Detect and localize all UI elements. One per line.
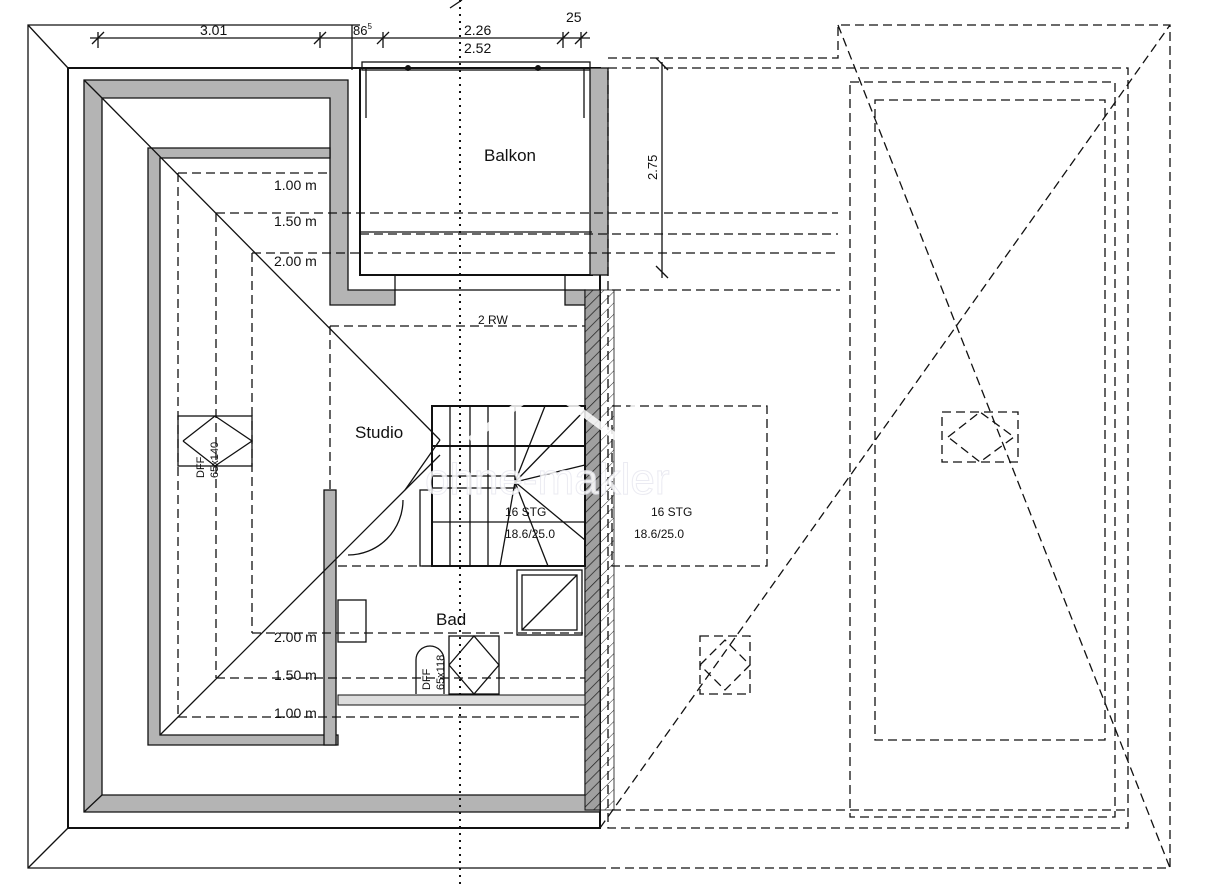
stair-ratio-right: 18.6/25.0 [634,527,684,541]
bath-wall [337,694,586,706]
neighbor-house-outline [599,24,1171,869]
skylight-bath-label: DFF [421,668,433,690]
washbasin [337,599,367,643]
dim-top-mid-base: 86 [353,23,367,38]
skylight-studio-label: DFF [195,456,207,478]
dim-balcony-inner: 2.26 [464,22,491,38]
stair-steps-right: 16 STG [651,505,692,519]
neighbor-wall [599,289,615,811]
door-swing [347,499,404,556]
height-label: 1.00 m [274,705,317,721]
height-label: 2.00 m [274,629,317,645]
room-label-bath: Bad [436,610,466,629]
dimension-line-top [90,25,590,70]
watermark: ohne-makler [425,380,671,505]
height-label: 2.00 m [274,253,317,269]
staircase [419,405,586,567]
stair-steps-left: 16 STG [505,505,546,519]
dim-top-mid: 865 [353,22,372,38]
dim-balcony-outer: 2.52 [464,40,491,56]
height-label: 1.50 m [274,667,317,683]
room-label-studio: Studio [355,423,403,442]
skylight-bath-size: 65x118 [435,655,447,690]
room-label-balcony: Balkon [484,146,536,165]
height-label: 1.50 m [274,213,317,229]
roof-diagonals [101,97,441,736]
dim-top-mid-sup: 5 [367,22,372,31]
party-wall [584,289,601,811]
balcony [359,61,609,291]
rw-label: 2 RW [478,313,508,327]
height-label: 1.00 m [274,177,317,193]
shower [516,569,583,636]
watermark-text: ohne-makler [425,455,670,504]
stair-ratio-left: 18.6/25.0 [505,527,555,541]
dim-top-left: 3.01 [200,22,227,38]
skylight-studio-size: 65x140 [209,442,221,478]
dim-top-right: 25 [566,9,582,25]
skylight-studio [177,415,254,467]
dim-balcony-depth: 2.75 [645,155,660,180]
skylight-bath [415,635,500,695]
